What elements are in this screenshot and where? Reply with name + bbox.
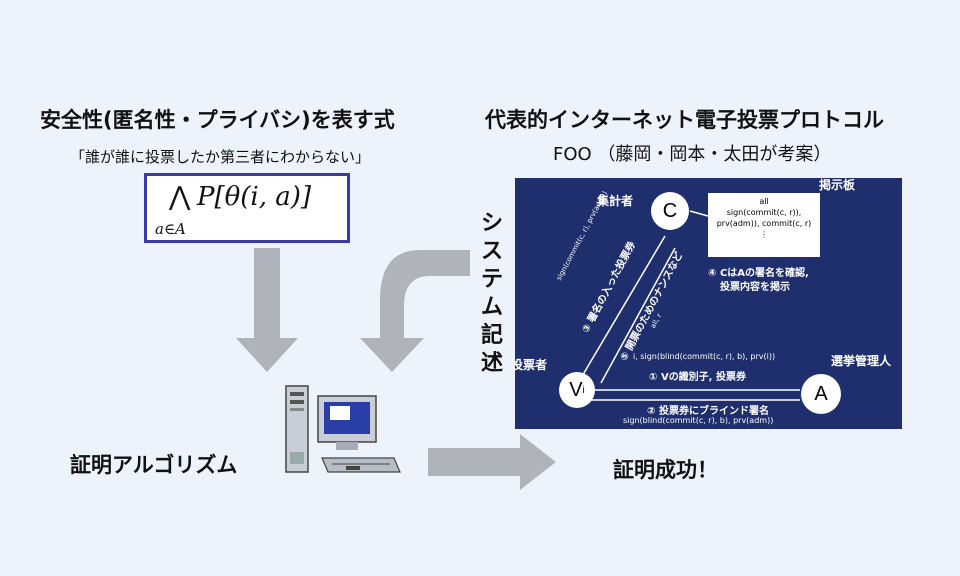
- curved-arrow-system: [360, 250, 470, 372]
- node-admin: A: [801, 374, 841, 414]
- node-counter: C: [651, 192, 689, 230]
- node-voter-label: V: [569, 378, 583, 401]
- msg-blind-sign: sign(blind(commit(c, r), b), prv(adm)): [623, 416, 774, 425]
- formula-subscript: a∈A: [155, 220, 186, 238]
- node-voter-subscript: i: [582, 384, 585, 396]
- board-title: 掲示板: [819, 178, 856, 192]
- protocol-diagram: 掲示板 集計者 C all sign(commit(c, r)), prv(ad…: [515, 178, 902, 429]
- bulletin-board: all sign(commit(c, r)), prv(adm)), commi…: [708, 193, 820, 257]
- protocol-lines: [580, 210, 800, 401]
- msg-identifier-sign: i, sign(blind(commit(c, r), b), prv(i)): [633, 352, 776, 361]
- anonymity-quote: 「誰が誰に投票したか第三者にわからない」: [70, 148, 371, 166]
- protocol-section-title: 代表的インターネット電子投票プロトコル: [485, 108, 884, 132]
- formula-operator: ⋀: [169, 182, 191, 212]
- formula-main: P[θ(i, a)]: [197, 182, 312, 212]
- board-line: all: [759, 197, 769, 206]
- step4-detail: 投票内容を掲示: [720, 282, 790, 293]
- node-counter-label: C: [662, 199, 678, 222]
- algorithm-label: 証明アルゴリズム: [70, 453, 238, 477]
- step2-label: ② 投票券にブラインド署名: [647, 406, 769, 417]
- formula-box: ⋀ P[θ(i, a)] a∈A: [144, 173, 350, 243]
- node-admin-label: A: [814, 382, 828, 405]
- success-label: 証明成功！: [613, 458, 718, 482]
- right-arrow-success: [428, 434, 556, 490]
- down-arrow-formula: [236, 248, 298, 372]
- board-line: prv(adm)), commit(c, r): [716, 219, 812, 228]
- board-line: ⋮: [760, 230, 768, 239]
- formula-section-title: 安全性(匿名性・プライバシ)を表す式: [40, 108, 395, 132]
- step4-label: ④ CはAの署名を確認,: [708, 268, 809, 279]
- counter-label: 集計者: [597, 194, 634, 208]
- computer-icon: [285, 385, 401, 473]
- admin-label: 選挙管理人: [831, 354, 892, 368]
- voter-label: 投票者: [515, 358, 548, 372]
- protocol-subtitle: FOO （藤岡・岡本・太田が考案）: [553, 144, 832, 165]
- system-description-label: システム記述: [480, 211, 503, 376]
- board-line: sign(commit(c, r)),: [726, 208, 802, 217]
- step1-label: ① Vの識別子, 投票券: [649, 372, 746, 383]
